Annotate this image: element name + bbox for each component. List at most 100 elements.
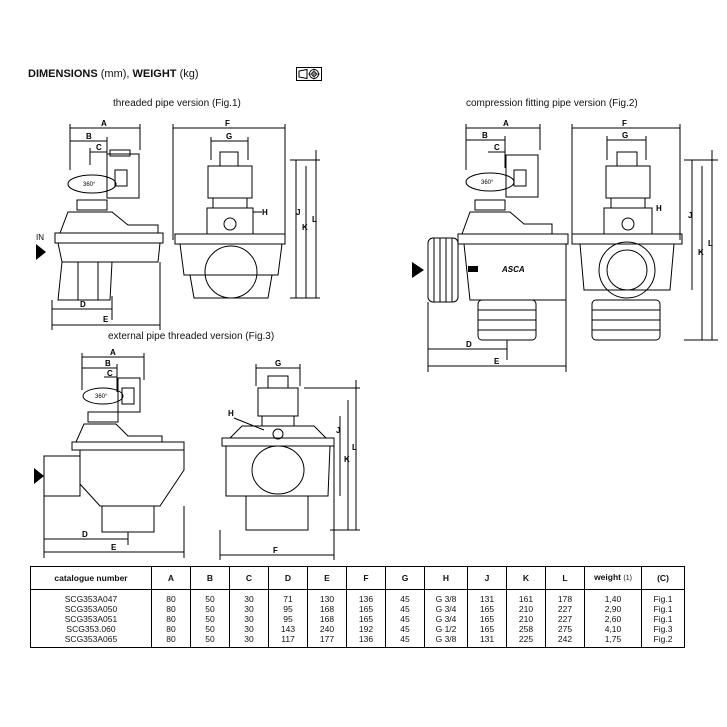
dim-label-d: D	[82, 530, 88, 539]
table-cell: 136	[346, 589, 386, 604]
table-cell: 227	[545, 614, 585, 624]
dim-label-k: K	[344, 455, 350, 464]
dim-label-c: C	[96, 143, 102, 152]
table-cell: 30	[229, 624, 269, 634]
table-cell: 50	[190, 634, 230, 648]
dim-label-d: D	[80, 300, 86, 309]
dim-label-f: F	[225, 119, 230, 128]
table-cell: SCG353A065	[30, 634, 152, 648]
table-cell: 131	[467, 634, 507, 648]
rotation-label: 360°	[481, 180, 494, 186]
table-cell: G 1/2	[424, 624, 468, 634]
dim-label-a: A	[110, 348, 116, 357]
dim-label-h: H	[656, 204, 662, 213]
col-header: J	[467, 566, 507, 590]
table-cell: 165	[467, 624, 507, 634]
table-cell: 168	[307, 614, 347, 624]
dim-label-l: L	[352, 443, 357, 452]
table-cell: 136	[346, 634, 386, 648]
table-cell: 165	[467, 604, 507, 614]
col-header: F	[346, 566, 386, 590]
dim-label-a: A	[101, 119, 107, 128]
table-cell: 80	[151, 614, 191, 624]
inlet-arrow-icon	[36, 244, 46, 260]
dim-label-g: G	[226, 132, 232, 141]
table-cell: 30	[229, 634, 269, 648]
table-cell: 165	[346, 604, 386, 614]
table-cell: 1,40	[584, 589, 642, 604]
fig3-side-view	[43, 353, 185, 558]
table-cell: 130	[307, 589, 347, 604]
table-cell: 227	[545, 604, 585, 614]
dim-label-f: F	[273, 546, 278, 555]
col-header: C	[229, 566, 269, 590]
table-cell: 168	[307, 604, 347, 614]
table-cell: 30	[229, 589, 269, 604]
rotation-label: 360°	[95, 394, 108, 400]
table-cell: 2,90	[584, 604, 642, 614]
heading-kg: (kg)	[179, 68, 199, 80]
table-cell: SCG353A047	[30, 589, 152, 604]
table-cell: 165	[467, 614, 507, 624]
dimensions-table: catalogue number A B C D E F G H J K L w…	[30, 566, 685, 648]
table-cell: 45	[385, 589, 425, 604]
inlet-arrow-icon	[34, 468, 44, 484]
table-cell: 95	[268, 614, 308, 624]
table-cell: Fig.2	[641, 634, 685, 648]
table-cell: Fig.1	[641, 589, 685, 604]
table-cell: 161	[506, 589, 546, 604]
dim-label-e: E	[103, 315, 109, 324]
projection-symbol-icon	[296, 67, 322, 81]
brand-logo: ASCA	[501, 265, 525, 274]
table-cell: 45	[385, 624, 425, 634]
dim-label-b: B	[105, 359, 111, 368]
dim-label-g: G	[275, 359, 281, 368]
table-cell: 143	[268, 624, 308, 634]
table-cell: Fig.1	[641, 604, 685, 614]
dim-label-k: K	[698, 248, 704, 257]
dim-label-c: C	[494, 143, 500, 152]
dim-label-b: B	[482, 131, 488, 140]
fig2-front-view	[571, 124, 718, 341]
dim-label-g: G	[622, 131, 628, 140]
weight-footnote: (1)	[623, 575, 632, 582]
table-cell: 165	[346, 614, 386, 624]
dim-label-h: H	[262, 208, 268, 217]
table-cell: 45	[385, 634, 425, 648]
caption-fig2: compression fitting pipe version (Fig.2)	[466, 98, 638, 109]
inlet-label: IN	[36, 233, 44, 242]
table-cell: G 3/4	[424, 614, 468, 624]
rotation-label: 360°	[83, 182, 96, 188]
table-header-row: catalogue number A B C D E F G H J K L w…	[30, 566, 685, 590]
dim-label-e: E	[111, 543, 117, 552]
table-cell: 131	[467, 589, 507, 604]
dim-label-h: H	[228, 409, 234, 418]
table-cell: 30	[229, 614, 269, 624]
table-cell: SCG353A051	[30, 614, 152, 624]
table-cell: 50	[190, 589, 230, 604]
col-header: (C)	[641, 566, 685, 590]
heading-weight: WEIGHT	[132, 68, 177, 80]
table-cell: 242	[545, 634, 585, 648]
inlet-arrow-icon	[412, 262, 424, 278]
dim-label-f: F	[622, 119, 627, 128]
page-heading: DIMENSIONS (mm), WEIGHT (kg)	[28, 68, 199, 80]
table-cell: 50	[190, 624, 230, 634]
col-header: D	[268, 566, 308, 590]
dim-label-k: K	[302, 223, 308, 232]
heading-mm: (mm),	[100, 68, 130, 80]
dim-label-d: D	[466, 340, 472, 349]
col-header: K	[506, 566, 546, 590]
table-cell: 45	[385, 604, 425, 614]
table-cell: 240	[307, 624, 347, 634]
col-header: A	[151, 566, 191, 590]
col-header: G	[385, 566, 425, 590]
caption-fig1: threaded pipe version (Fig.1)	[113, 98, 241, 109]
dim-label-l: L	[708, 239, 713, 248]
fig2-side-view	[427, 124, 569, 372]
